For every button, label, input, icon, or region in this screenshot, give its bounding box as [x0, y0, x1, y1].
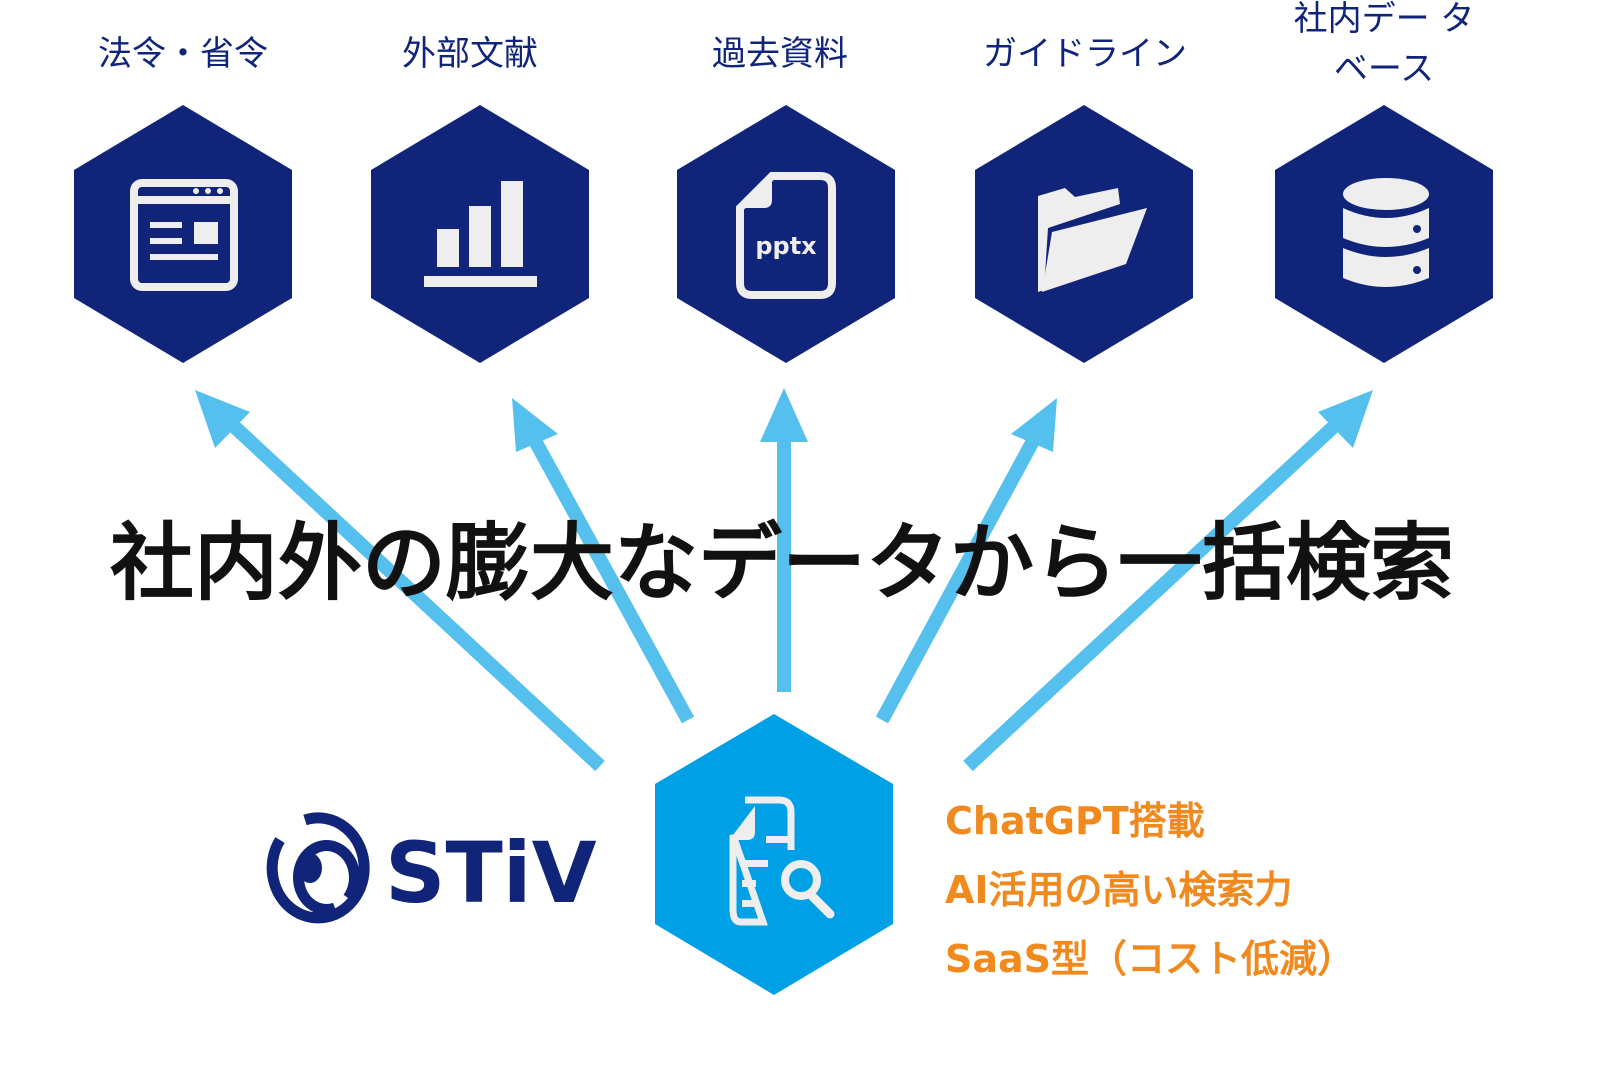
label-external-docs: 外部文献 [402, 34, 538, 74]
label-laws: 法令・省令 [98, 34, 268, 74]
hex-stiv-search [655, 714, 893, 995]
hex-laws [74, 105, 292, 363]
document-search-icon [729, 796, 835, 926]
stiv-logo: STiV [266, 812, 597, 924]
arrow-to-external-docs [521, 424, 695, 724]
browser-window-icon [130, 179, 238, 291]
folder-icon [1038, 188, 1147, 292]
arrow-to-laws [220, 412, 605, 772]
logo-text: STiV [385, 824, 597, 922]
bar-chart-icon [424, 181, 537, 287]
label-internal-db-line2: ベース [1334, 49, 1434, 89]
feature-ai-search: AI活用の高い検索力 [945, 868, 1293, 912]
pptx-file-icon: pptx [736, 172, 836, 299]
pptx-label: pptx [755, 232, 817, 260]
arrow-to-guidelines [875, 424, 1047, 724]
feature-saas: SaaS型（コスト低減） [945, 937, 1355, 981]
label-past-materials: 過去資料 [712, 34, 848, 74]
arrow-to-internal-db [963, 412, 1348, 772]
label-internal-db-line1: 社内デー タ [1294, 0, 1475, 39]
headline: 社内外の膨大なデータから一括検索 [110, 514, 1454, 612]
hex-past-materials [677, 105, 895, 363]
feature-chatgpt: ChatGPT搭載 [945, 799, 1205, 843]
label-guidelines: ガイドライン [983, 34, 1187, 74]
database-icon [1343, 178, 1429, 287]
